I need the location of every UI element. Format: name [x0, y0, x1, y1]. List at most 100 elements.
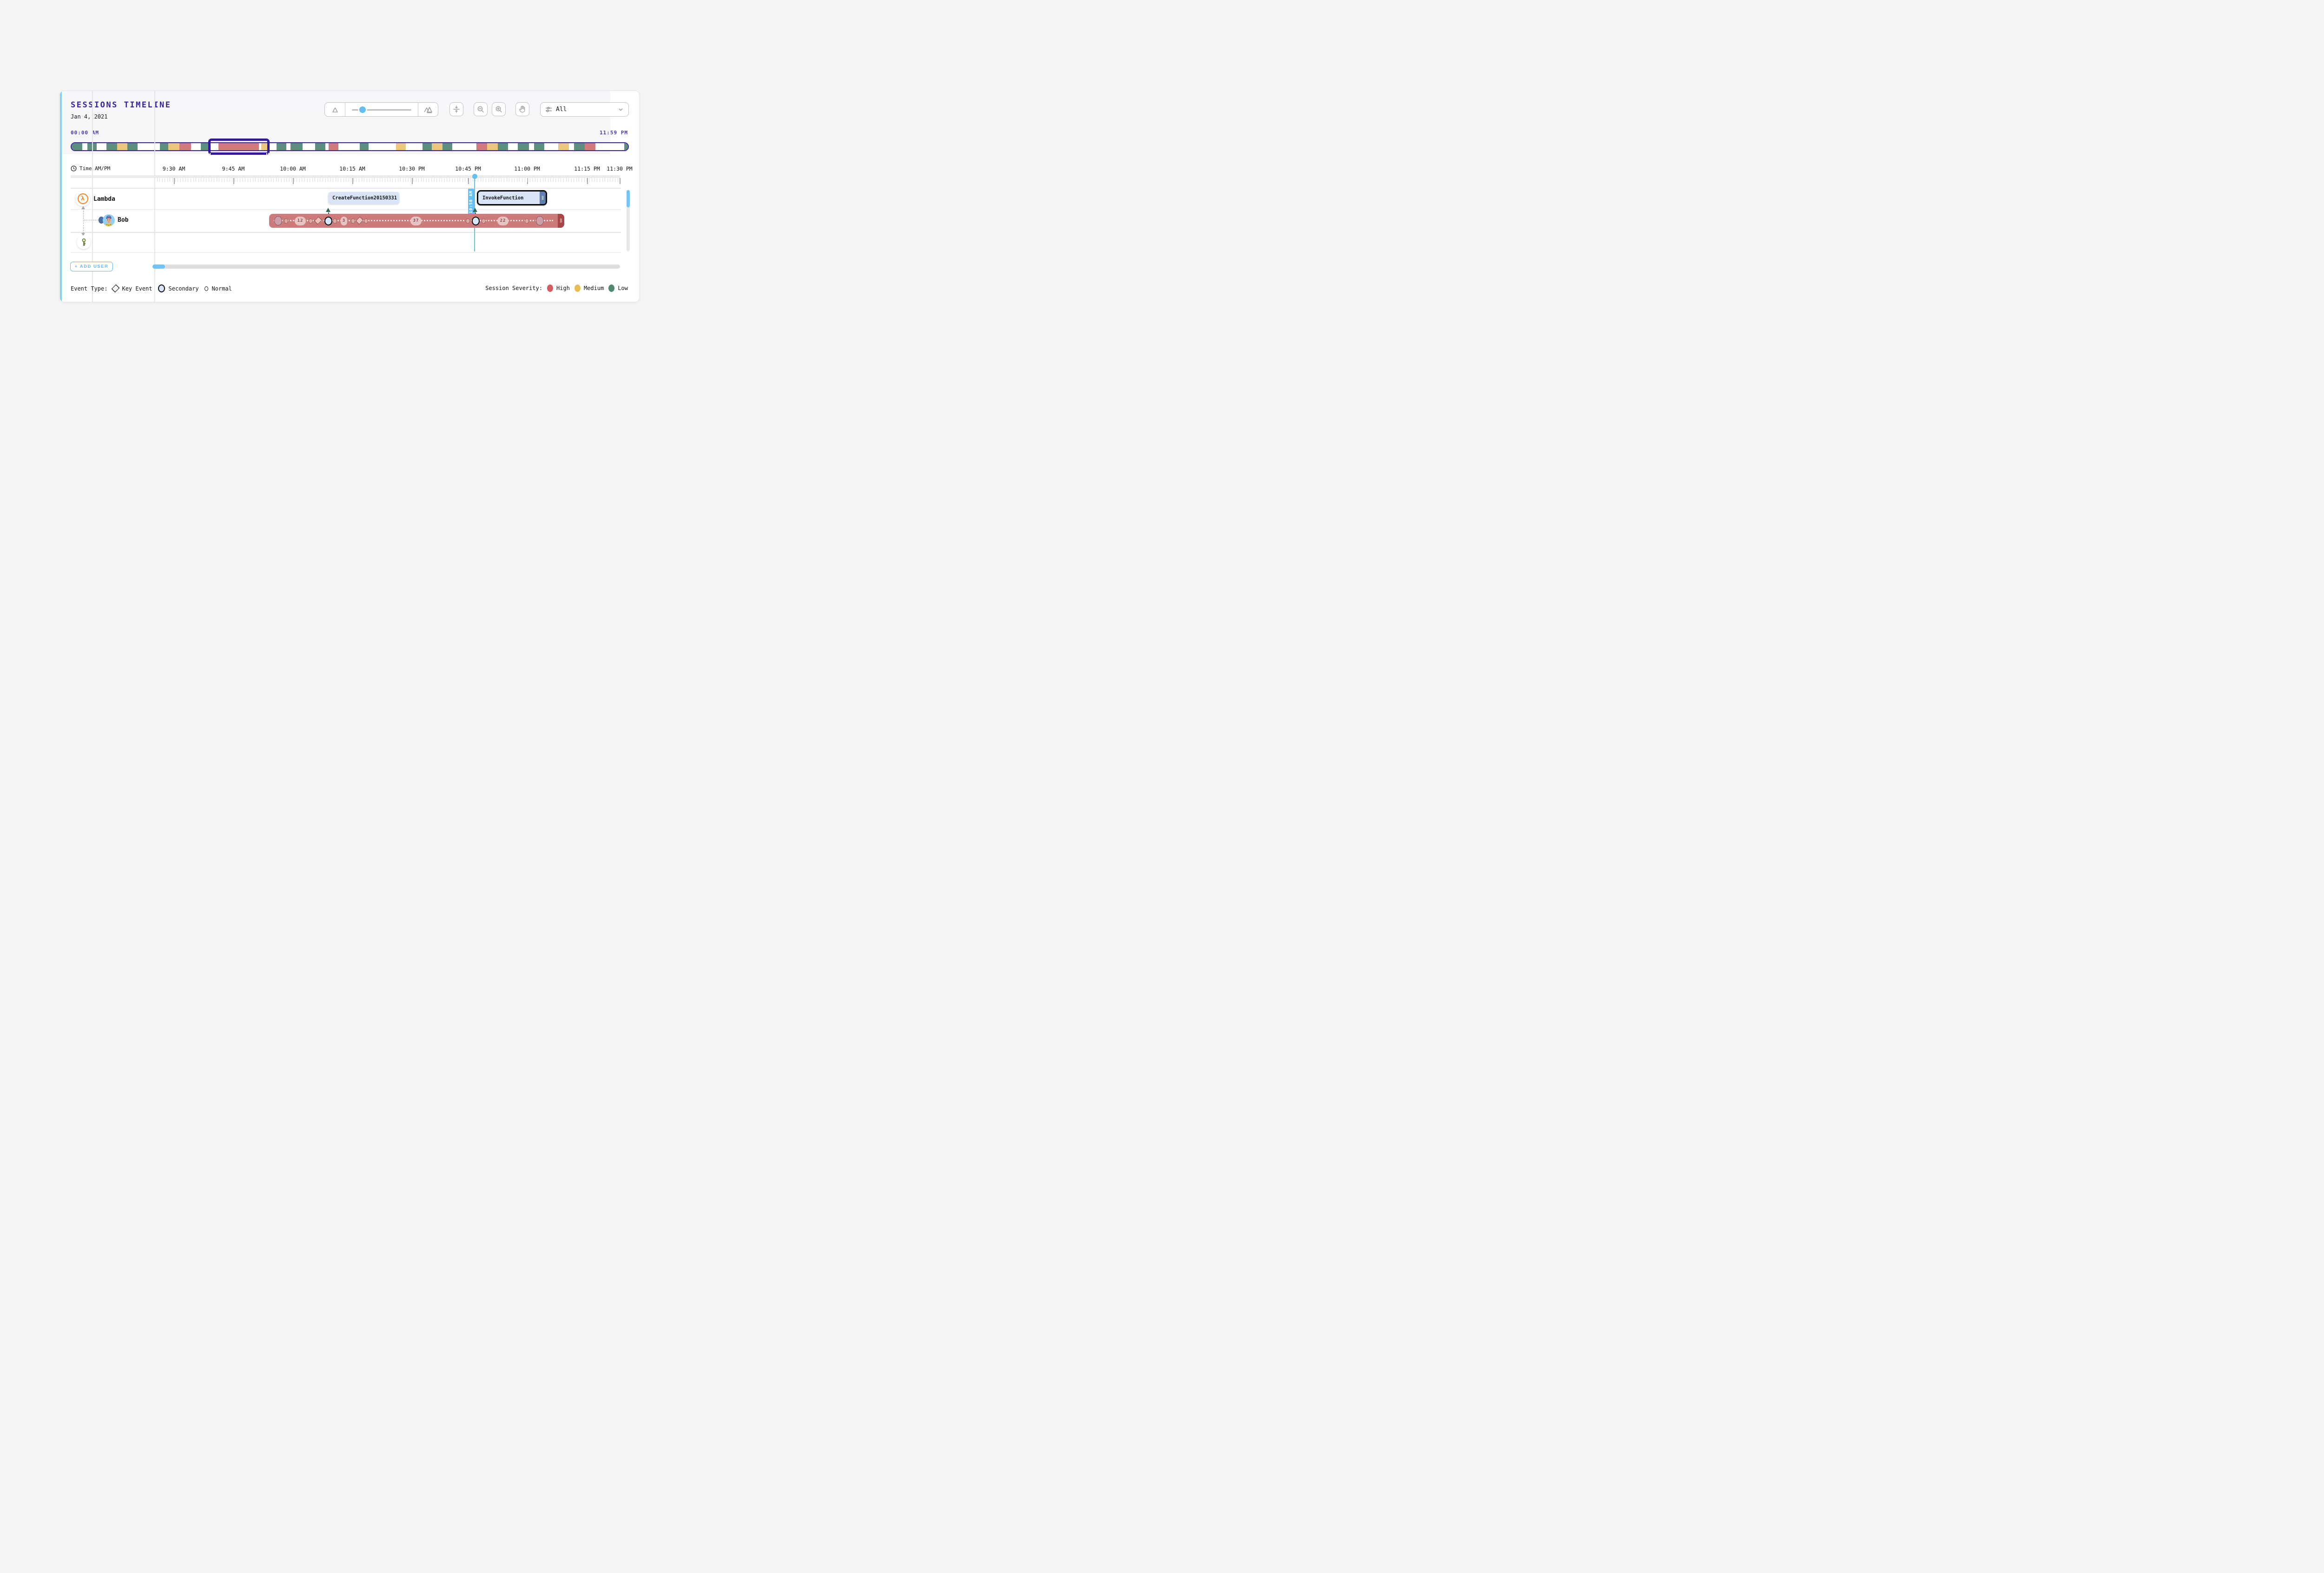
- minimap-segment-w: [268, 143, 277, 150]
- axis-minor-tick: [594, 178, 595, 182]
- lambda-service-icon: λ: [75, 191, 90, 206]
- session-event-key[interactable]: [314, 216, 322, 225]
- axis-minor-tick: [382, 178, 383, 182]
- axis-label: 9:30 AM: [162, 165, 185, 172]
- horizontal-scrollbar-thumb[interactable]: [152, 264, 165, 269]
- axis-minor-tick: [374, 178, 375, 182]
- axis-minor-tick: [462, 178, 463, 182]
- session-event-secondary[interactable]: [471, 216, 480, 225]
- minimap-segment-w: [569, 143, 574, 150]
- axis-minor-tick: [550, 178, 551, 182]
- minimap-segment-w: [82, 143, 87, 150]
- zoom-large-button[interactable]: [418, 103, 438, 116]
- axis-minor-tick: [470, 178, 471, 182]
- add-user-button[interactable]: + ADD USER: [70, 262, 113, 271]
- session-event-large[interactable]: [274, 216, 282, 225]
- session-event-key[interactable]: [355, 216, 363, 225]
- axis-minor-tick: [369, 178, 370, 182]
- axis-minor-tick: [211, 178, 212, 182]
- minimap-segment-w: [259, 143, 261, 150]
- legend-item-diamond: Key Event: [112, 284, 152, 293]
- axis-minor-tick: [289, 178, 290, 182]
- minimap-segment-w: [211, 143, 218, 150]
- filter-dropdown[interactable]: All: [540, 102, 629, 117]
- zoom-slider-group: [324, 102, 438, 117]
- session-event-normal[interactable]: [524, 218, 529, 224]
- collapse-rows-button[interactable]: [449, 102, 463, 116]
- vertical-scrollbar-track[interactable]: [627, 190, 630, 251]
- minimap-segment-w: [97, 143, 106, 150]
- axis-minor-tick: [278, 178, 279, 182]
- playhead-marker[interactable]: [472, 174, 477, 179]
- event-label: CreateFunction20150331: [332, 195, 397, 201]
- horizontal-scrollbar-track[interactable]: [152, 264, 620, 269]
- zoom-out-button[interactable]: [474, 102, 488, 116]
- lambda-event-selected[interactable]: InvokeFunction‖: [477, 190, 547, 205]
- minimap-segment-w: [452, 143, 476, 150]
- session-event-normal[interactable]: [481, 218, 486, 224]
- axis-minor-tick: [418, 178, 419, 182]
- collapse-vertical-icon: [453, 106, 460, 113]
- minimap-segment-g: [160, 143, 168, 150]
- axis-label: 10:45 PM: [455, 165, 481, 172]
- session-bar-bob[interactable]: 12 3 37 22 ‖: [269, 214, 564, 228]
- mountain-small-icon: [331, 106, 339, 114]
- axis-minor-tick: [281, 178, 282, 182]
- axis-label: 10:00 AM: [280, 165, 306, 172]
- session-event-normal[interactable]: [363, 218, 368, 224]
- axis-minor-tick: [545, 178, 546, 182]
- minimap-segment-g: [315, 143, 325, 150]
- selection-right-handle[interactable]: [266, 153, 270, 158]
- selection-left-handle[interactable]: [208, 153, 211, 158]
- zoom-in-button[interactable]: [492, 102, 506, 116]
- axis-minor-tick: [276, 178, 277, 182]
- minimap-segment-g: [72, 143, 82, 150]
- zoom-small-button[interactable]: [325, 103, 345, 116]
- minimap-segment-w: [303, 143, 315, 150]
- axis-minor-tick: [576, 178, 577, 182]
- axis-minor-tick: [405, 178, 406, 182]
- vertical-scrollbar-thumb[interactable]: [627, 190, 630, 207]
- session-event-normal[interactable]: [465, 218, 470, 224]
- axis-minor-tick: [263, 178, 264, 182]
- axis-minor-tick: [198, 178, 199, 182]
- session-event-normal[interactable]: [308, 218, 313, 224]
- minimap-segment-w: [191, 143, 201, 150]
- axis-minor-tick: [571, 178, 572, 182]
- minimap-segment-y: [432, 143, 442, 150]
- session-event-count[interactable]: 22: [497, 216, 508, 225]
- axis-minor-tick: [514, 178, 515, 182]
- session-event-normal[interactable]: [284, 218, 288, 224]
- minimap-segment-w: [338, 143, 360, 150]
- lambda-event-pill[interactable]: CreateFunction20150331‖: [328, 192, 399, 204]
- minimap-segment-r: [179, 143, 191, 150]
- bob-avatar[interactable]: [103, 214, 115, 226]
- session-resize-handle[interactable]: ‖: [558, 214, 564, 228]
- axis-minor-tick: [532, 178, 533, 182]
- pan-button[interactable]: [515, 102, 529, 116]
- session-event-secondary[interactable]: [324, 216, 332, 225]
- axis-minor-tick: [167, 178, 168, 182]
- minimap-selection-window[interactable]: [208, 139, 270, 158]
- event-grip-handle[interactable]: ‖: [540, 192, 546, 204]
- axis-minor-tick: [159, 178, 160, 182]
- axis-minor-tick: [294, 178, 295, 182]
- axis-minor-tick: [299, 178, 300, 182]
- session-event-normal[interactable]: [350, 218, 355, 224]
- session-event-count[interactable]: 37: [410, 216, 422, 225]
- axis-minor-tick: [431, 178, 432, 182]
- axis-minor-tick: [255, 178, 256, 182]
- zoom-slider-track[interactable]: [352, 109, 411, 111]
- session-event-large[interactable]: [535, 216, 544, 225]
- axis-minor-tick: [581, 178, 582, 182]
- axis-major-tick: [352, 178, 353, 184]
- axis-minor-tick: [439, 178, 440, 182]
- session-event-count[interactable]: 3: [341, 216, 347, 225]
- zoom-slider-thumb[interactable]: [359, 106, 366, 113]
- session-event-count[interactable]: 12: [295, 216, 306, 225]
- axis-tick-band: [71, 175, 620, 178]
- axis-minor-tick: [408, 178, 409, 182]
- zoom-slider[interactable]: [345, 103, 418, 116]
- session-event-normal[interactable]: [332, 218, 337, 224]
- diamond-legend-icon: [112, 284, 120, 293]
